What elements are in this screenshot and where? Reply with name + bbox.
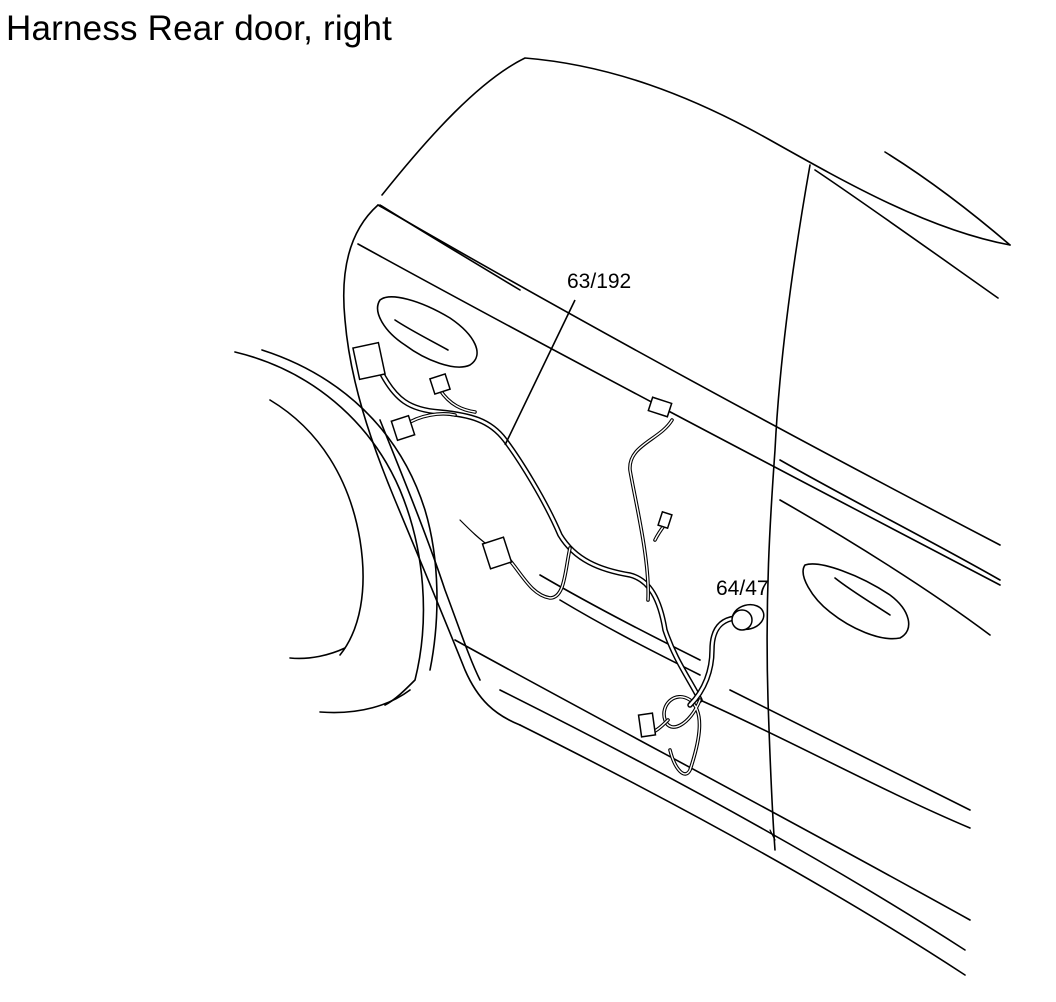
callout-harness-ref: 63/192	[567, 270, 631, 293]
leader-harness	[504, 299, 576, 446]
page-title: Harness Rear door, right	[6, 9, 393, 48]
connectors	[352, 341, 765, 738]
connector-window-side	[657, 510, 673, 530]
rear-wheel-arch	[234, 349, 438, 714]
callouts: 63/192 64/47	[504, 270, 769, 600]
car-body-outline	[342, 57, 1011, 976]
connector-front-lower	[637, 712, 657, 738]
connector-rear-lower	[390, 414, 416, 442]
connector-rear-upper	[352, 341, 386, 381]
connector-lock	[481, 536, 513, 570]
wiring-harness	[377, 367, 738, 776]
callout-connector-ref: 64/47	[716, 577, 769, 600]
connector-handle	[428, 372, 452, 396]
connector-window-upper	[647, 396, 673, 418]
